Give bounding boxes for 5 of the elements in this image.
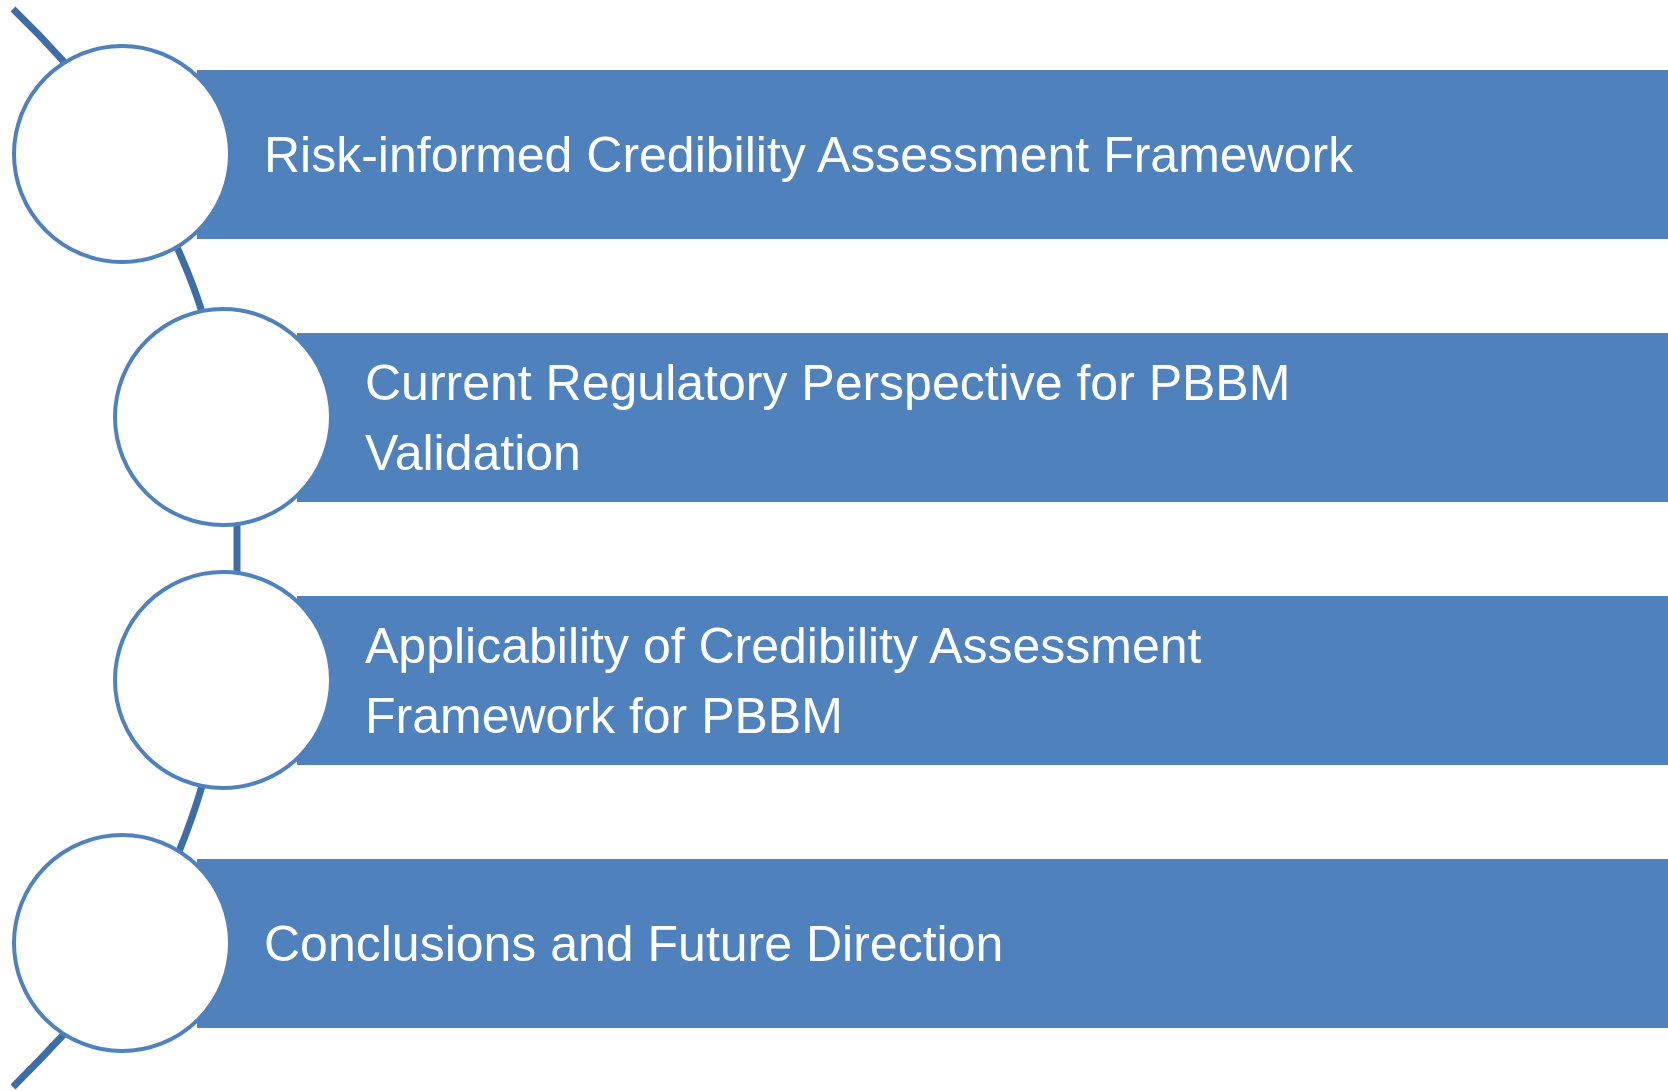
topic-bar: Risk-informed Credibility Assessment Framework [197,70,1668,239]
topic-bar: Applicability of Credibility Assessment Framework for PBBM [297,596,1668,765]
topic-bar: Current Regulatory Perspective for PBBM Validation [297,333,1668,502]
connector-line [233,524,241,574]
topic-bar: Conclusions and Future Direction [197,859,1668,1028]
